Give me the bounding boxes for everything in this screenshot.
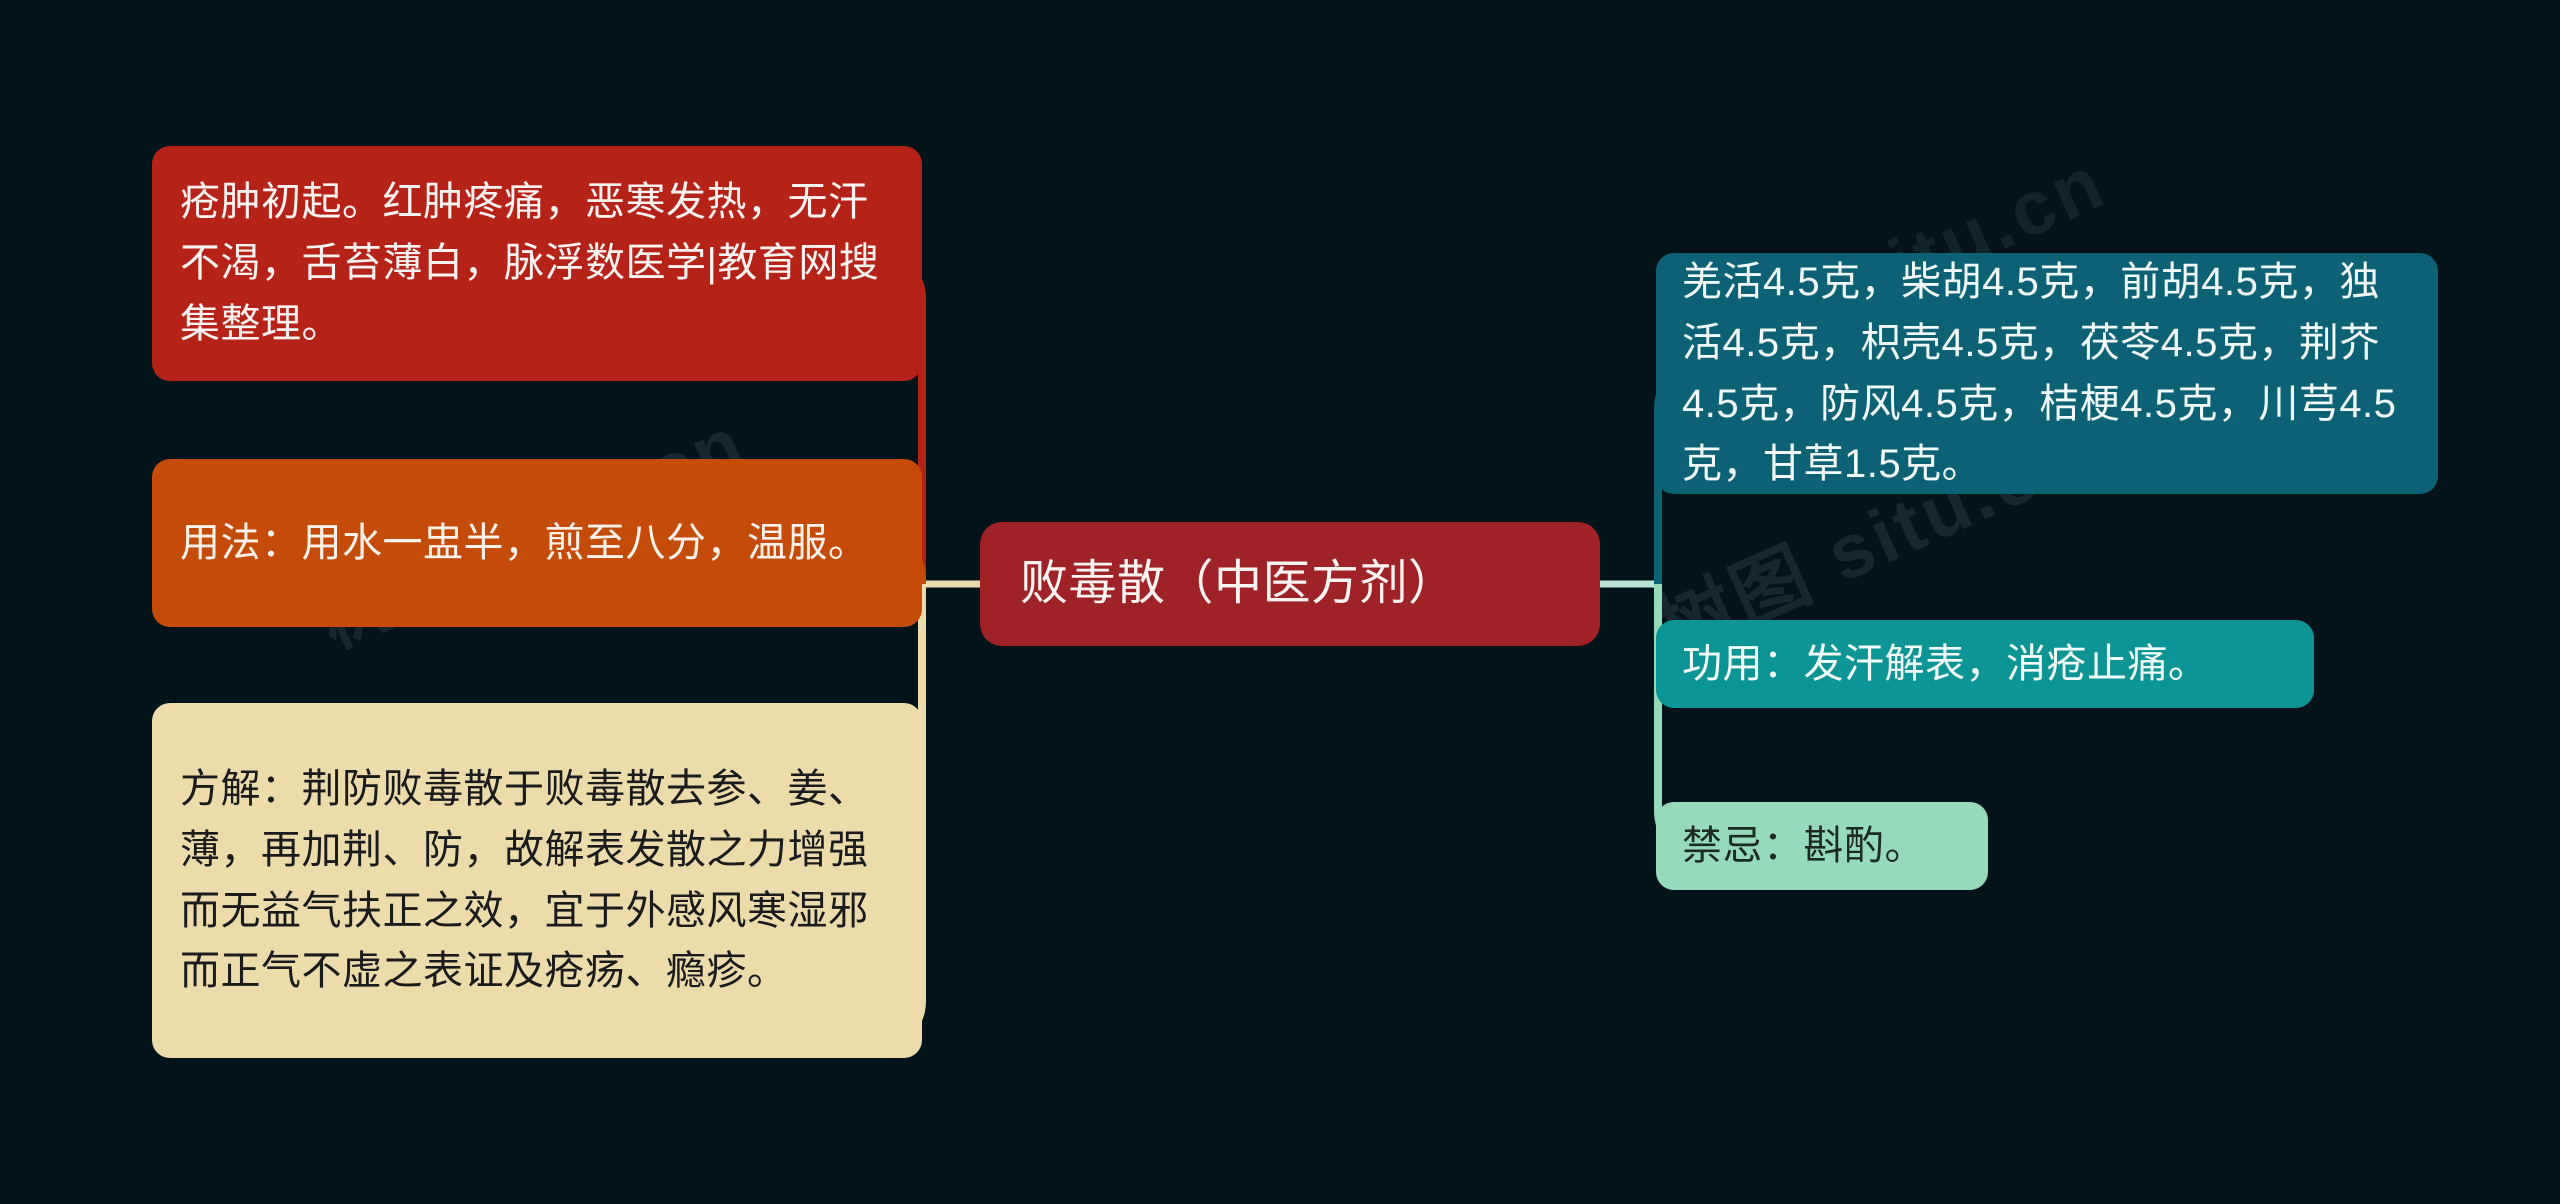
node-usage-label: 用法：用水一盅半，煎至八分，温服。: [180, 520, 869, 565]
node-analysis-label: 方解：荆防败毒散于败毒散去参、姜、薄，再加荆、防，故解表发散之力增强而无益气扶正…: [180, 766, 869, 994]
node-symptoms-label: 疮肿初起。红肿疼痛，恶寒发热，无汗不渴，舌苔薄白，脉浮数医学|教育网搜集整理。: [180, 180, 880, 346]
node-analysis[interactable]: 方解：荆防败毒散于败毒散去参、姜、薄，再加荆、防，故解表发散之力增强而无益气扶正…: [152, 703, 922, 1058]
node-root-label: 败毒散（中医方剂）: [1020, 556, 1457, 610]
node-ingredients-label: 羌活4.5克，柴胡4.5克，前胡4.5克，独活4.5克，枳壳4.5克，茯苓4.5…: [1682, 259, 2397, 487]
node-contraindication[interactable]: 禁忌：斟酌。: [1656, 802, 1988, 890]
node-usage[interactable]: 用法：用水一盅半，煎至八分，温服。: [152, 459, 922, 627]
node-symptoms[interactable]: 疮肿初起。红肿疼痛，恶寒发热，无汗不渴，舌苔薄白，脉浮数医学|教育网搜集整理。: [152, 146, 922, 381]
node-function-label: 功用：发汗解表，消疮止痛。: [1682, 641, 2209, 686]
node-root[interactable]: 败毒散（中医方剂）: [980, 522, 1600, 646]
node-ingredients[interactable]: 羌活4.5克，柴胡4.5克，前胡4.5克，独活4.5克，枳壳4.5克，茯苓4.5…: [1656, 253, 2438, 494]
node-contraindication-label: 禁忌：斟酌。: [1682, 823, 1925, 868]
node-function[interactable]: 功用：发汗解表，消疮止痛。: [1656, 620, 2314, 708]
